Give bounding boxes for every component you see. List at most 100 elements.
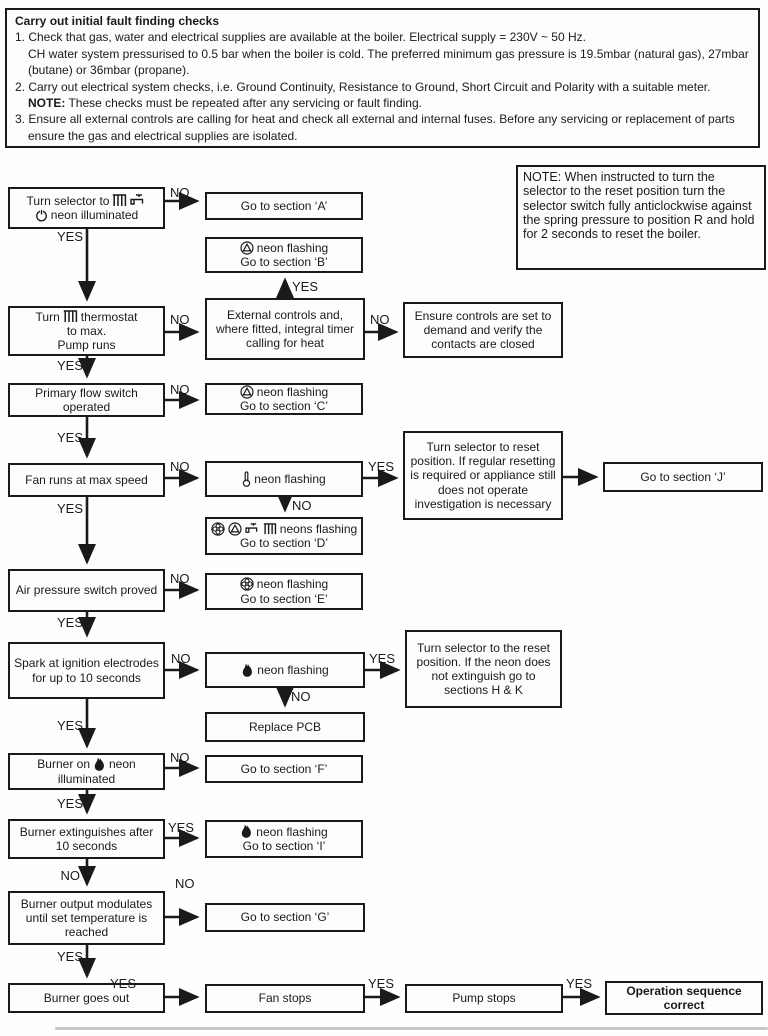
box-text: Go to section ‘J’	[640, 469, 726, 484]
check-line: (butane) or 36mbar (propane).	[28, 63, 190, 78]
flow-box-neon-flashing-c: neon flashing Go to section ‘C’	[205, 383, 363, 415]
thermometer-icon	[243, 471, 251, 487]
box-text: neons flashing	[279, 521, 358, 536]
box-text: Spark at ignition electrodes for up to 1…	[14, 656, 159, 685]
box-text: neon illuminated	[50, 208, 139, 222]
flow-box-go-to-section-j: Go to section ‘J’	[603, 462, 763, 492]
box-text: Operation sequence correct	[626, 983, 742, 1012]
flow-box-air-pressure-switch: Air pressure switch proved	[8, 569, 165, 612]
box-text: Go to section ‘G’	[240, 910, 330, 925]
check-line: ensure the gas and electrical supplies a…	[28, 128, 298, 143]
tap-icon	[130, 194, 144, 206]
flow-box-burner-output: Burner output modulates until set temper…	[8, 891, 165, 945]
fan-icon	[240, 577, 254, 592]
label-no: NO	[171, 651, 191, 666]
flow-box-turn-selector: Turn selector to neon illuminated	[8, 187, 165, 229]
box-text: Turn selector to	[26, 193, 110, 208]
box-text: Go to section ‘I’	[242, 839, 326, 854]
label-yes: YES	[368, 459, 395, 474]
reset-note-box: NOTE: When instructed to turn the select…	[516, 165, 766, 270]
flow-box-spark-ignition: Spark at ignition electrodes for up to 1…	[8, 642, 165, 699]
flow-box-replace-pcb: Replace PCB	[205, 712, 365, 742]
flow-box-primary-flow-switch: Primary flow switch operated	[8, 383, 165, 417]
radiator-icon	[63, 310, 77, 323]
fan-icon	[211, 522, 225, 536]
box-text: Go to section ‘C’	[239, 399, 329, 413]
box-text: Go to section ‘B’	[240, 255, 328, 269]
label-no: NO	[170, 382, 190, 397]
flow-box-flame-neon-flashing: neon flashing	[205, 652, 365, 688]
flow-box-fan-stops: Fan stops	[205, 984, 365, 1013]
flow-box-burner-extinguishes: Burner extinguishes after 10 seconds	[8, 819, 165, 859]
box-text: Burner goes out	[43, 990, 130, 1005]
warning-icon	[240, 241, 254, 255]
box-text: neon flashing	[256, 824, 328, 839]
flow-box-go-to-section-g: Go to section ‘G’	[205, 903, 365, 932]
label-yes: YES	[56, 358, 83, 373]
label-yes: YES	[168, 820, 195, 835]
box-text: Go to section ‘A’	[240, 198, 328, 213]
label-yes: YES	[56, 796, 83, 811]
flow-box-pump-stops: Pump stops	[405, 984, 563, 1013]
check-note-line: NOTE: These checks must be repeated afte…	[15, 95, 750, 111]
box-text: Pump stops	[452, 991, 516, 1006]
label-yes: YES	[56, 229, 83, 244]
label-no: NO	[170, 571, 190, 586]
flow-box-external-controls: External controls and, where fitted, int…	[205, 298, 365, 360]
tap-icon	[245, 523, 258, 533]
flow-box-go-to-section-a: Go to section ‘A’	[205, 192, 363, 220]
flame-icon	[242, 824, 252, 839]
box-text: Turn selector to the reset position. If …	[416, 640, 551, 698]
box-text: Go to section ‘F’	[240, 761, 328, 776]
label-yes: YES	[368, 976, 395, 991]
flame-icon	[243, 663, 253, 677]
label-no: NO	[175, 876, 195, 891]
flow-box-neon-flashing-b: neon flashing Go to section ‘B’	[205, 237, 363, 273]
box-text: Burner on	[37, 757, 90, 772]
flow-box-reset-regular: Turn selector to reset position. If regu…	[403, 431, 563, 520]
flow-box-turn-thermostat: Turn thermostat to max. Pump runs	[8, 306, 165, 356]
label-yes: YES	[56, 615, 83, 630]
box-text: Fan stops	[258, 991, 312, 1006]
flow-box-flame-neon-flashing-i: neon flashing Go to section ‘I’	[205, 820, 363, 858]
check-line: 3. Ensure all external controls are call…	[15, 112, 735, 127]
label-yes: YES	[56, 718, 83, 733]
label-yes: YES	[56, 949, 83, 964]
label-no: NO	[370, 312, 390, 327]
box-text: neon flashing	[256, 240, 329, 255]
note-prefix: NOTE:	[28, 96, 66, 111]
page-edge-scan-artifact	[55, 1027, 768, 1030]
flow-box-reset-neon: Turn selector to the reset position. If …	[405, 630, 562, 708]
flame-icon	[94, 757, 104, 771]
box-text: Fan runs at max speed	[25, 472, 148, 487]
flow-box-operation-sequence-correct: Operation sequence correct	[605, 981, 763, 1015]
label-no: NO	[170, 312, 190, 327]
note-text: These checks must be repeated after any …	[65, 96, 422, 111]
box-text: Replace PCB	[248, 719, 322, 734]
box-text: Air pressure switch proved	[15, 583, 158, 598]
flow-box-burner-on: Burner on neon illuminated	[8, 753, 165, 790]
label-no: NO	[292, 498, 312, 513]
box-text: thermostat	[80, 309, 138, 324]
label-no: NO	[60, 868, 81, 883]
flow-box-ensure-controls: Ensure controls are set to demand and ve…	[403, 302, 563, 358]
flow-box-temp-neon-flashing: neon flashing	[205, 461, 363, 497]
label-no: NO	[291, 689, 311, 704]
radiator-icon	[263, 523, 276, 534]
flow-box-fan-runs: Fan runs at max speed	[8, 463, 165, 497]
label-yes: YES	[566, 976, 593, 991]
box-text: neon	[109, 757, 136, 772]
box-text: Turn selector to reset position. If regu…	[410, 439, 556, 511]
box-text: Pump runs	[57, 338, 116, 353]
label-no: NO	[170, 185, 190, 200]
box-text: Burner extinguishes after 10 seconds	[19, 824, 154, 853]
warning-icon	[240, 385, 254, 399]
box-text: Turn	[35, 309, 60, 324]
check-line: 2. Carry out electrical system checks, i…	[15, 79, 711, 94]
label-yes: YES	[56, 430, 83, 445]
box-text: Ensure controls are set to demand and ve…	[414, 308, 552, 352]
box-text: Burner output modulates until set temper…	[20, 896, 153, 940]
check-line: CH water system pressurised to 0.5 bar w…	[28, 46, 749, 61]
flow-box-fan-neon-flashing-e: neon flashing Go to section ‘E’	[205, 573, 363, 610]
